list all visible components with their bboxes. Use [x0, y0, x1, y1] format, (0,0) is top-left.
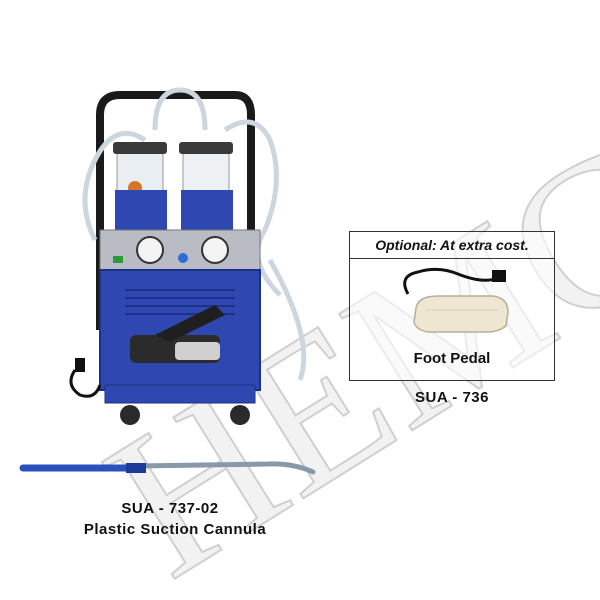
foot-pedal-label: Foot Pedal: [413, 350, 491, 367]
suction-machine-image: [69, 87, 307, 425]
optional-header: Optional: At extra cost.: [350, 232, 554, 259]
foot-pedal-image: [403, 267, 509, 333]
cannula-name: Plastic Suction Cannula: [83, 521, 267, 538]
optional-accessory-box: Optional: At extra cost. Foot Pedal: [349, 231, 555, 381]
cannula-image: [19, 461, 316, 475]
foot-pedal-model-number: SUA - 736: [415, 389, 489, 406]
cannula-model-number: SUA - 737-02: [121, 500, 219, 517]
